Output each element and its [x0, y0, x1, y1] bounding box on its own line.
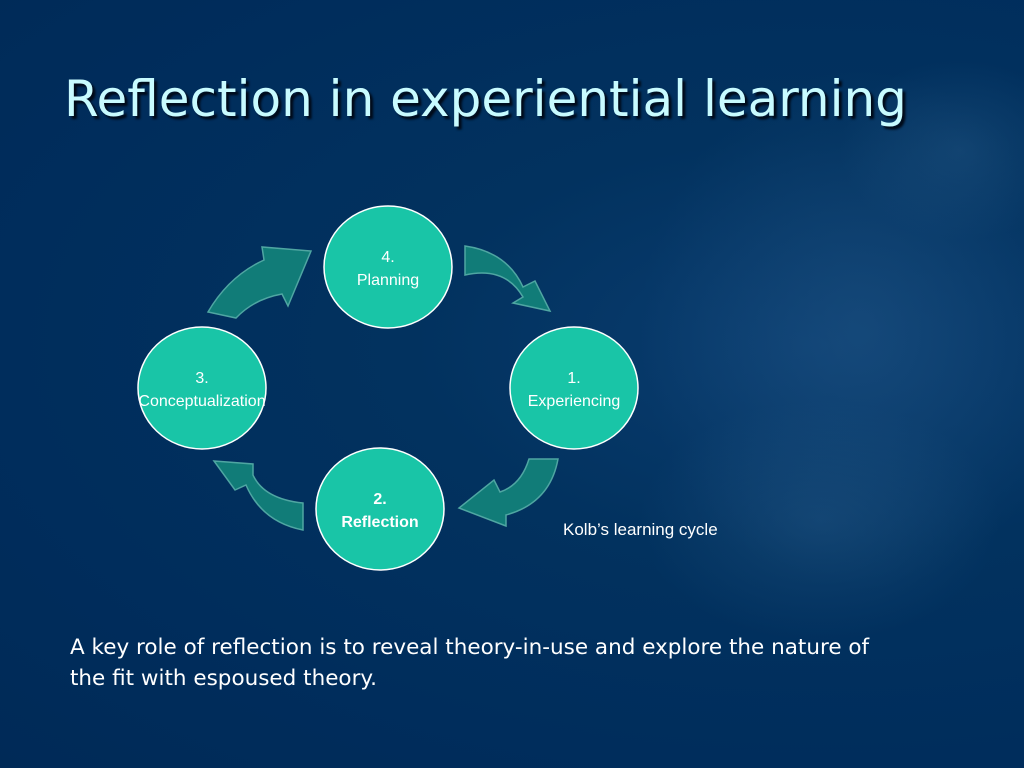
node-reflection: 2. Reflection [315, 447, 445, 571]
slide-body-text: A key role of reflection is to reveal th… [70, 635, 870, 691]
node-experiencing-label: Experiencing [528, 393, 621, 410]
node-reflection-number: 2. [373, 491, 386, 508]
diagram-caption: Kolb’s learning cycle [563, 520, 718, 539]
node-planning-number: 4. [381, 249, 394, 266]
node-planning-label: Planning [357, 272, 419, 289]
node-conceptualization: 3. Conceptualization [137, 326, 267, 450]
node-conceptualization-label: Conceptualization [138, 393, 265, 410]
node-conceptualization-number: 3. [195, 370, 208, 387]
slide-title: Reflection in experiential learning [64, 70, 907, 128]
node-experiencing-number: 1. [567, 370, 580, 387]
arrow-experiencing-to-reflection [457, 458, 559, 528]
node-planning: 4. Planning [323, 205, 453, 329]
arrow-planning-to-experiencing [464, 245, 552, 313]
node-reflection-label: Reflection [341, 514, 418, 531]
node-experiencing: 1. Experiencing [509, 326, 639, 450]
arrow-reflection-to-conceptualization [212, 460, 304, 531]
arrow-conceptualization-to-planning [206, 246, 313, 319]
